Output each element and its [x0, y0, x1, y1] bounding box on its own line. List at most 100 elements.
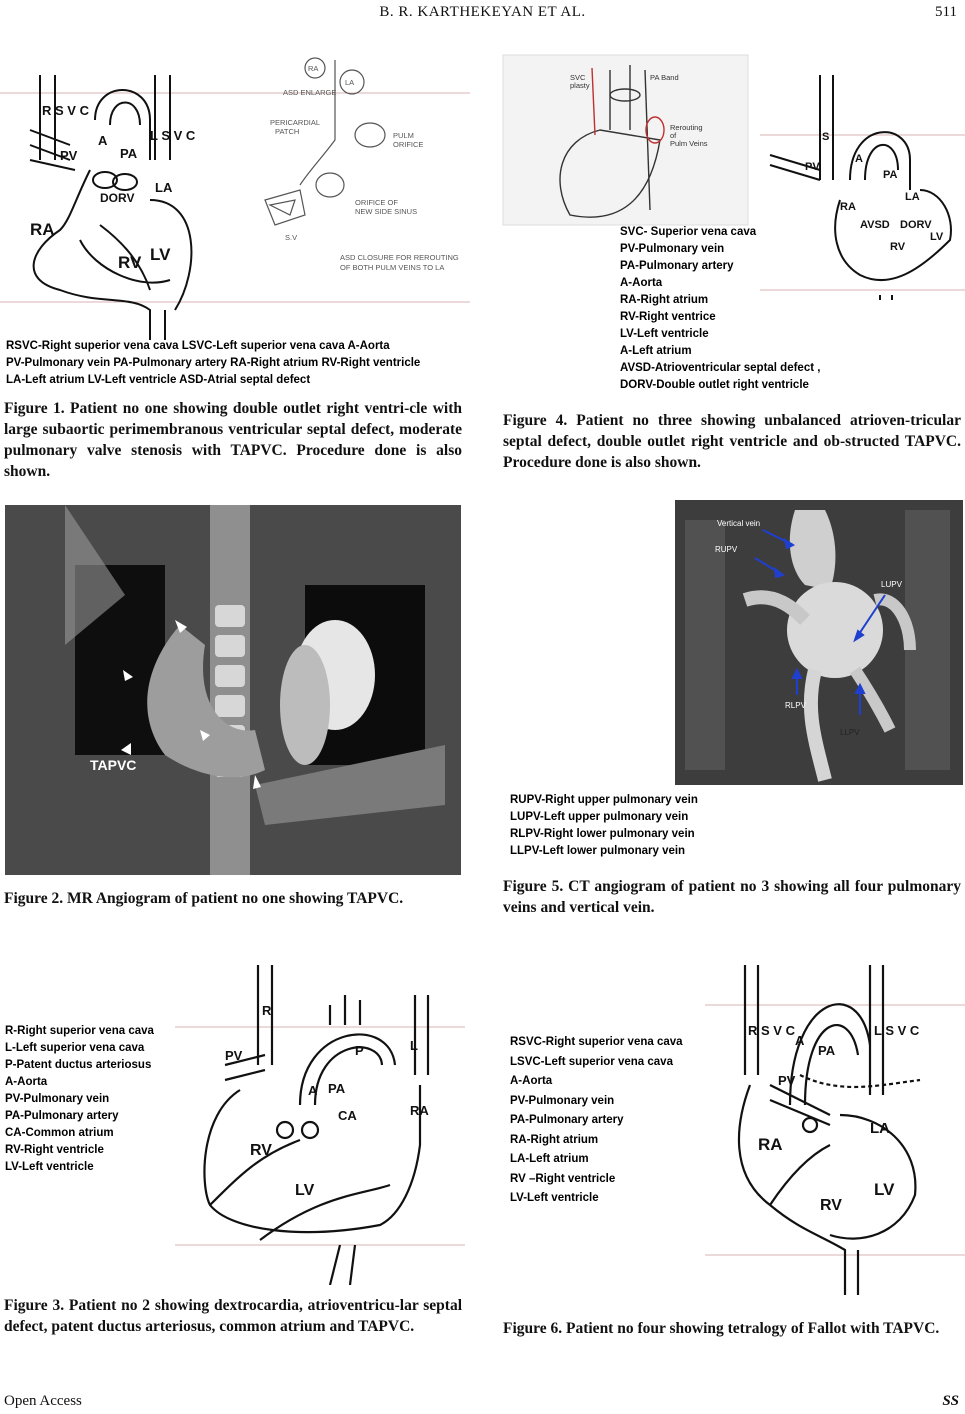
svg-text:LV: LV [874, 1180, 895, 1199]
legend-line: LUPV-Left upper pulmonary vein [510, 811, 689, 823]
legend-line: LV-Left ventricle [5, 1161, 94, 1173]
figure-2-caption: Figure 2. MR Angiogram of patient no one… [4, 890, 404, 907]
svg-text:RA: RA [758, 1135, 783, 1154]
figure-3-legend: R-Right superior vena cava L-Left superi… [5, 1023, 154, 1176]
svg-text:PV: PV [225, 1048, 243, 1063]
figure-3-caption: Figure 3. Patient no 2 showing dextrocar… [4, 1297, 462, 1335]
svg-text:RA: RA [308, 64, 318, 73]
legend-line: RV-Right ventrice [620, 311, 716, 323]
figure-6: R S V C L S V C A PA PV RA LA RV LV RSVC… [500, 955, 965, 1305]
legend-line: RA-Right atrium [620, 294, 709, 306]
figure-4-legend: SVC- Superior vena cava PV-Pulmonary vei… [620, 224, 820, 394]
figure-3-heart-diagram: R L P PV A PA CA RV LV RA [175, 965, 465, 1285]
svg-text:PA: PA [883, 169, 898, 181]
legend-line: RA-Right atrium [510, 1133, 599, 1146]
legend-line: CA-Common atrium [5, 1127, 114, 1139]
svg-text:S.V: S.V [285, 233, 297, 242]
svg-text:R: R [262, 1003, 272, 1018]
svg-text:RA: RA [410, 1103, 429, 1118]
legend-line: PA-Pulmonary artery [620, 260, 734, 272]
svg-text:LA: LA [155, 180, 173, 195]
legend-line: LV-Left ventricle [510, 1192, 599, 1204]
figure-3: R L P PV A PA CA RV LV RA R-Right superi… [0, 955, 470, 1285]
legend-line: RV –Right ventricle [510, 1172, 616, 1185]
figure-1: R S V C L S V C A PA PV RA LA DORV RV LV… [0, 50, 470, 390]
svg-text:ORIFICE OF: ORIFICE OF [355, 198, 398, 207]
svg-text:DORV: DORV [900, 219, 932, 231]
svg-text:A: A [308, 1083, 318, 1098]
legend-line: RSVC-Right superior vena cava [510, 1036, 683, 1048]
svg-text:LA: LA [870, 1120, 890, 1137]
legend-line: SVC- Superior vena cava [620, 226, 757, 238]
svg-text:LA: LA [345, 78, 354, 87]
svg-text:RUPV: RUPV [715, 545, 738, 554]
svg-text:PA: PA [328, 1081, 346, 1096]
legend-line: LA-Left atrium LV-Left ventricle ASD-Atr… [6, 374, 311, 386]
svg-text:LV: LV [295, 1182, 315, 1199]
legend-line: A-Aorta [620, 277, 663, 289]
legend-line: PV-Pulmonary vein [620, 243, 725, 255]
svg-text:PA: PA [818, 1043, 836, 1058]
svg-text:PERICARDIAL: PERICARDIAL [270, 118, 320, 127]
svg-text:PV: PV [60, 148, 78, 163]
legend-line: PV-Pulmonary vein [510, 1094, 615, 1107]
figure-5-legend: RUPV-Right upper pulmonary vein LUPV-Lef… [510, 792, 698, 860]
svg-text:CA: CA [338, 1108, 357, 1123]
svg-text:Pulm Veins: Pulm Veins [670, 139, 708, 148]
svg-text:NEW SIDE SINUS: NEW SIDE SINUS [355, 207, 417, 216]
svg-text:PV: PV [778, 1073, 796, 1088]
figure-6-heart-diagram: R S V C L S V C A PA PV RA LA RV LV [705, 965, 965, 1295]
figure-2-mr-angiogram: TAPVC [5, 505, 461, 875]
figure-6-legend: RSVC-Right superior vena cava LSVC-Left … [510, 1033, 683, 1209]
svg-text:DORV: DORV [100, 191, 134, 205]
legend-line: RV-Right ventricle [5, 1144, 104, 1156]
svg-text:L: L [410, 1038, 418, 1053]
svg-text:RV: RV [118, 253, 142, 272]
legend-line: RLPV-Right lower pulmonary vein [510, 828, 695, 840]
svg-text:A: A [855, 153, 863, 165]
figure-4-caption: Figure 4. Patient no three showing unbal… [503, 412, 961, 471]
footer-journal-mark: SS [942, 1393, 959, 1409]
svg-text:ORIFICE: ORIFICE [393, 140, 423, 149]
page-header: B. R. KARTHEKEYAN ET AL. 511 [0, 2, 965, 28]
legend-line: A-Aorta [510, 1075, 553, 1087]
svg-text:RV: RV [820, 1197, 842, 1214]
svg-text:PA Band: PA Band [650, 73, 679, 82]
legend-line: RUPV-Right upper pulmonary vein [510, 794, 698, 806]
svg-text:PV: PV [805, 161, 820, 173]
figure-6-caption: Figure 6. Patient no four showing tetral… [503, 1320, 940, 1337]
svg-text:R S V C: R S V C [748, 1023, 796, 1038]
svg-text:ASD CLOSURE FOR REROUTING: ASD CLOSURE FOR REROUTING [340, 253, 459, 262]
legend-line: AVSD-Atrioventricular septal defect , [620, 362, 821, 374]
legend-line: LV-Left ventricle [620, 328, 709, 340]
legend-line: DORV-Double outlet right ventricle [620, 379, 809, 391]
svg-text:A: A [98, 133, 108, 148]
svg-text:P: P [355, 1043, 364, 1058]
running-title: B. R. KARTHEKEYAN ET AL. [379, 4, 586, 20]
legend-line: P-Patent ductus arteriosus [5, 1059, 152, 1071]
svg-text:L S V C: L S V C [874, 1023, 920, 1038]
svg-text:AVSD: AVSD [860, 219, 890, 231]
legend-line: LSVC-Left superior vena cava [510, 1055, 673, 1068]
svg-text:LV: LV [930, 231, 944, 243]
svg-text:LA: LA [905, 191, 920, 203]
svg-text:ASD ENLARGE: ASD ENLARGE [283, 88, 336, 97]
svg-text:LLPV: LLPV [840, 728, 860, 737]
figure-1-heart-diagram: R S V C L S V C A PA PV RA LA DORV RV LV… [0, 57, 470, 340]
page-number: 511 [935, 4, 957, 20]
legend-line: PA-Pulmonary artery [5, 1110, 119, 1122]
legend-line: PV-Pulmonary vein [5, 1093, 110, 1105]
svg-text:RA: RA [30, 220, 55, 239]
svg-text:of: of [670, 131, 677, 140]
svg-text:RA: RA [840, 201, 856, 213]
svg-text:S: S [822, 131, 829, 143]
legend-line: L-Left superior vena cava [5, 1042, 145, 1054]
svg-text:A: A [795, 1033, 805, 1048]
fig1-label-lsvc: L S V C [150, 128, 196, 143]
figure-5-ct-angiogram: Vertical vein RUPV LUPV RLPV LLPV [675, 500, 963, 785]
legend-line: PA-Pulmonary artery [510, 1114, 624, 1126]
tapvc-label: TAPVC [90, 757, 136, 773]
svg-text:Rerouting: Rerouting [670, 123, 703, 132]
legend-line: R-Right superior vena cava [5, 1025, 154, 1037]
